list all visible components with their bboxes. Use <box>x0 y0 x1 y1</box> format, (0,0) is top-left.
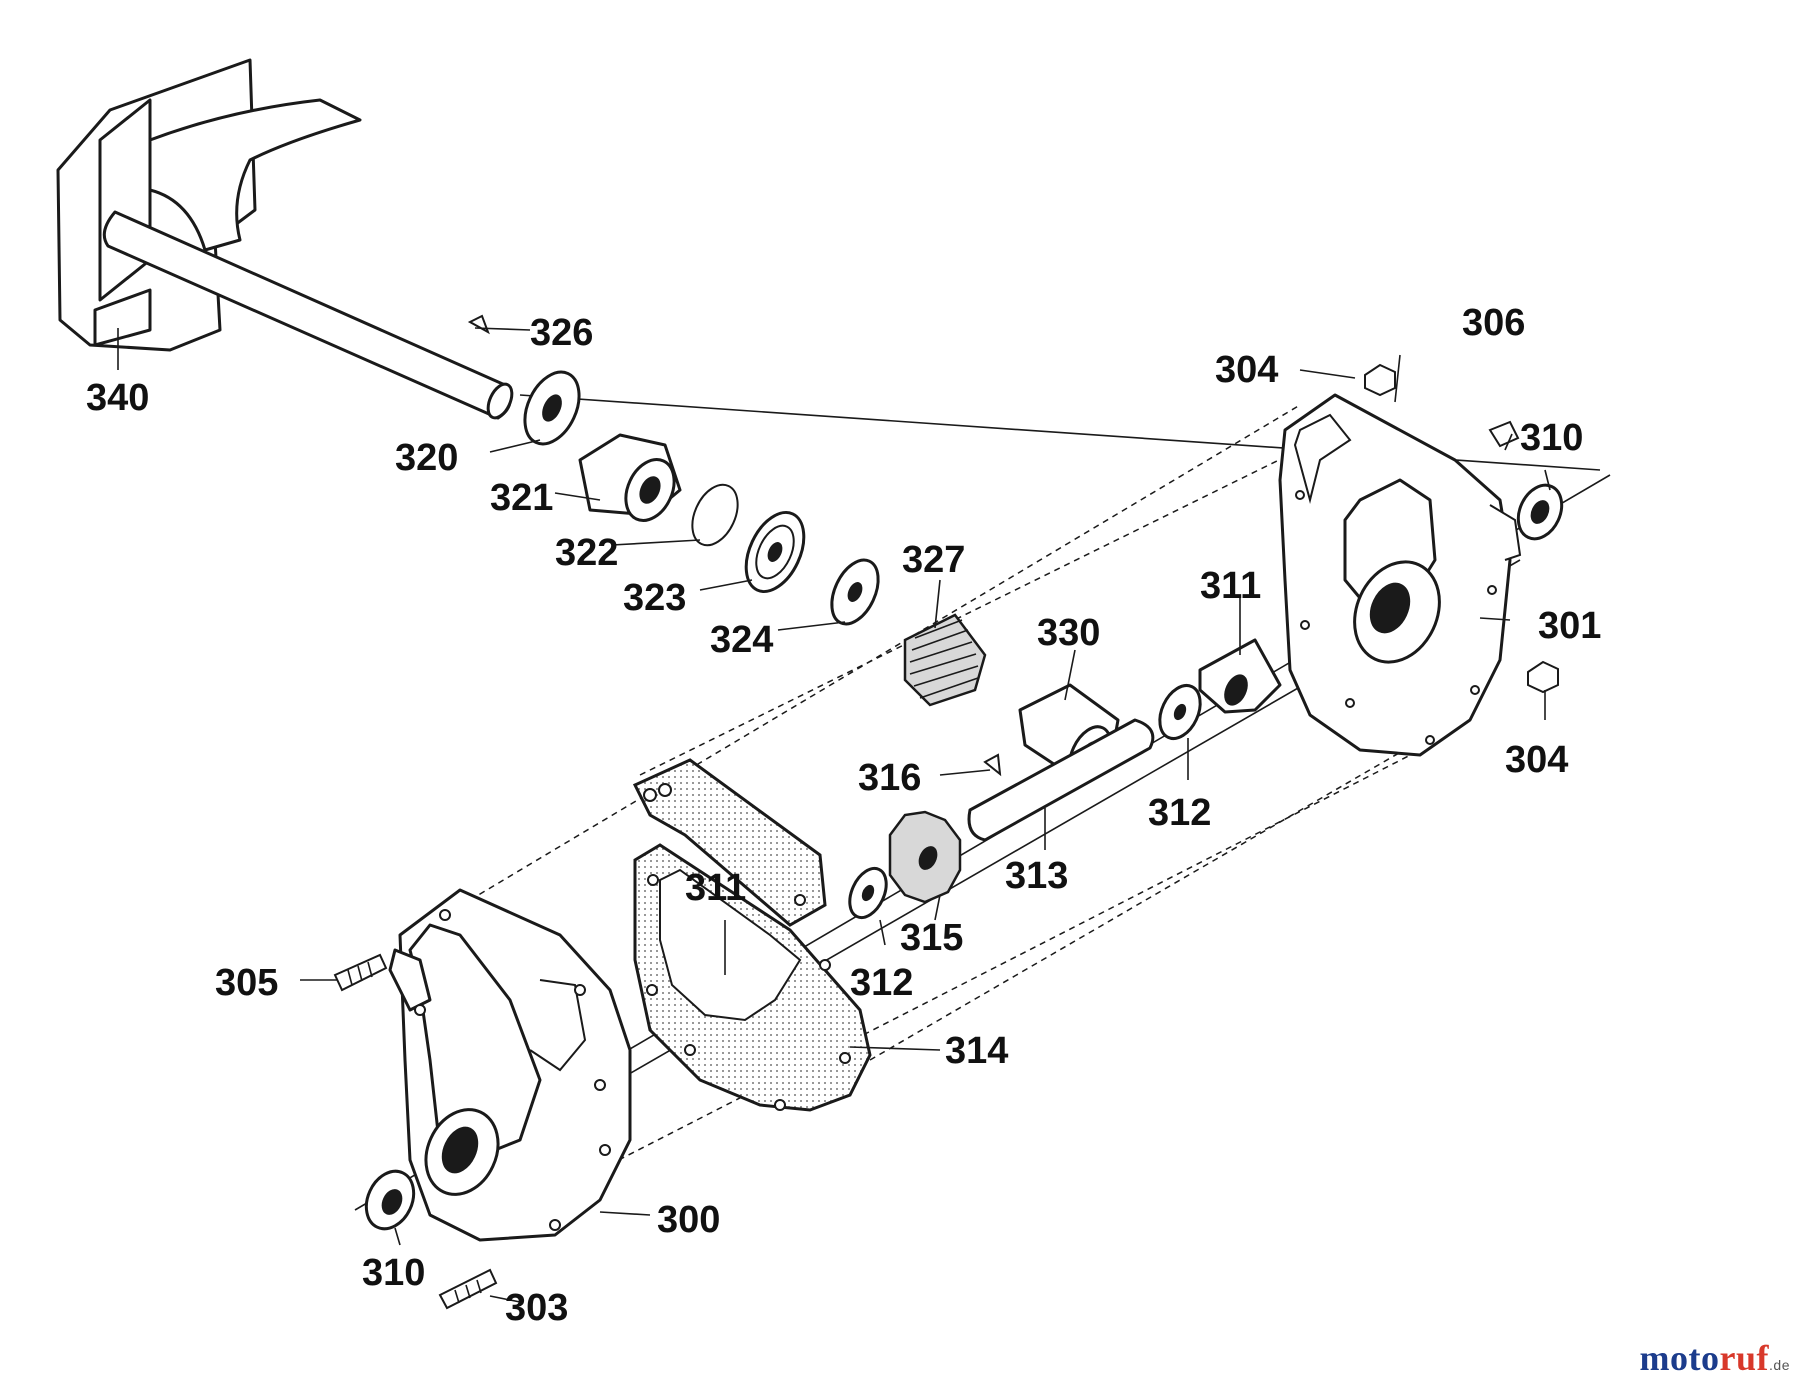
label-306: 306 <box>1462 302 1525 344</box>
label-303: 303 <box>505 1287 568 1329</box>
watermark-text-moto: moto <box>1639 1338 1720 1378</box>
worm-gear-327 <box>903 613 987 707</box>
washer-324 <box>830 558 880 626</box>
leader-lines <box>117 327 1551 1303</box>
label-315: 315 <box>900 917 963 959</box>
washer-312-right <box>1158 684 1202 740</box>
screw-305 <box>333 953 388 992</box>
washer-312-left <box>848 866 888 920</box>
gasket-314 <box>632 758 872 1112</box>
label-324: 324 <box>710 619 773 661</box>
label-313: 313 <box>1005 855 1068 897</box>
seal-310-left <box>364 1169 416 1231</box>
label-312-right: 312 <box>1148 792 1211 834</box>
label-326: 326 <box>530 312 593 354</box>
label-310-left: 310 <box>362 1252 425 1294</box>
label-304-right: 304 <box>1505 739 1568 781</box>
screw-303 <box>438 1268 498 1310</box>
gear-315 <box>888 810 962 904</box>
label-305: 305 <box>215 962 278 1004</box>
label-312-left: 312 <box>850 962 913 1004</box>
label-320: 320 <box>395 437 458 479</box>
key-326 <box>467 314 490 335</box>
label-316: 316 <box>858 757 921 799</box>
label-311-right: 311 <box>1200 565 1261 607</box>
thrust-bearing-323 <box>744 510 806 594</box>
washer-320 <box>523 370 581 446</box>
watermark-text-de: .de <box>1769 1357 1790 1373</box>
nut-304-right <box>1527 660 1559 694</box>
nut-304-top <box>1364 363 1396 397</box>
label-311-left: 311 <box>685 867 746 909</box>
label-322: 322 <box>555 532 618 574</box>
bushing-311-right <box>1198 638 1282 714</box>
label-327: 327 <box>902 539 965 581</box>
plug-306 <box>1488 420 1520 448</box>
label-321: 321 <box>490 477 553 519</box>
key-316 <box>983 753 1002 777</box>
label-310-right: 310 <box>1520 417 1583 459</box>
label-301: 301 <box>1538 605 1601 647</box>
shaft-313 <box>967 718 1155 842</box>
label-340: 340 <box>86 377 149 419</box>
label-314: 314 <box>945 1030 1008 1072</box>
washer-322 <box>691 483 739 547</box>
bearing-housing-321 <box>578 433 682 522</box>
watermark-logo: motoruf.de <box>1640 1337 1790 1379</box>
label-304-top: 304 <box>1215 349 1278 391</box>
gearbox-housing-301 <box>1278 393 1522 757</box>
auger-impeller-assembly <box>56 58 514 420</box>
seal-310-right <box>1516 483 1564 541</box>
gearbox-housing-300 <box>388 888 632 1242</box>
watermark-text-ruf: ruf <box>1719 1338 1770 1378</box>
label-323: 323 <box>623 577 686 619</box>
label-330: 330 <box>1037 612 1100 654</box>
label-300: 300 <box>657 1199 720 1241</box>
part-number-labels: 340 326 320 321 322 323 324 327 330 311 … <box>86 302 1601 1329</box>
